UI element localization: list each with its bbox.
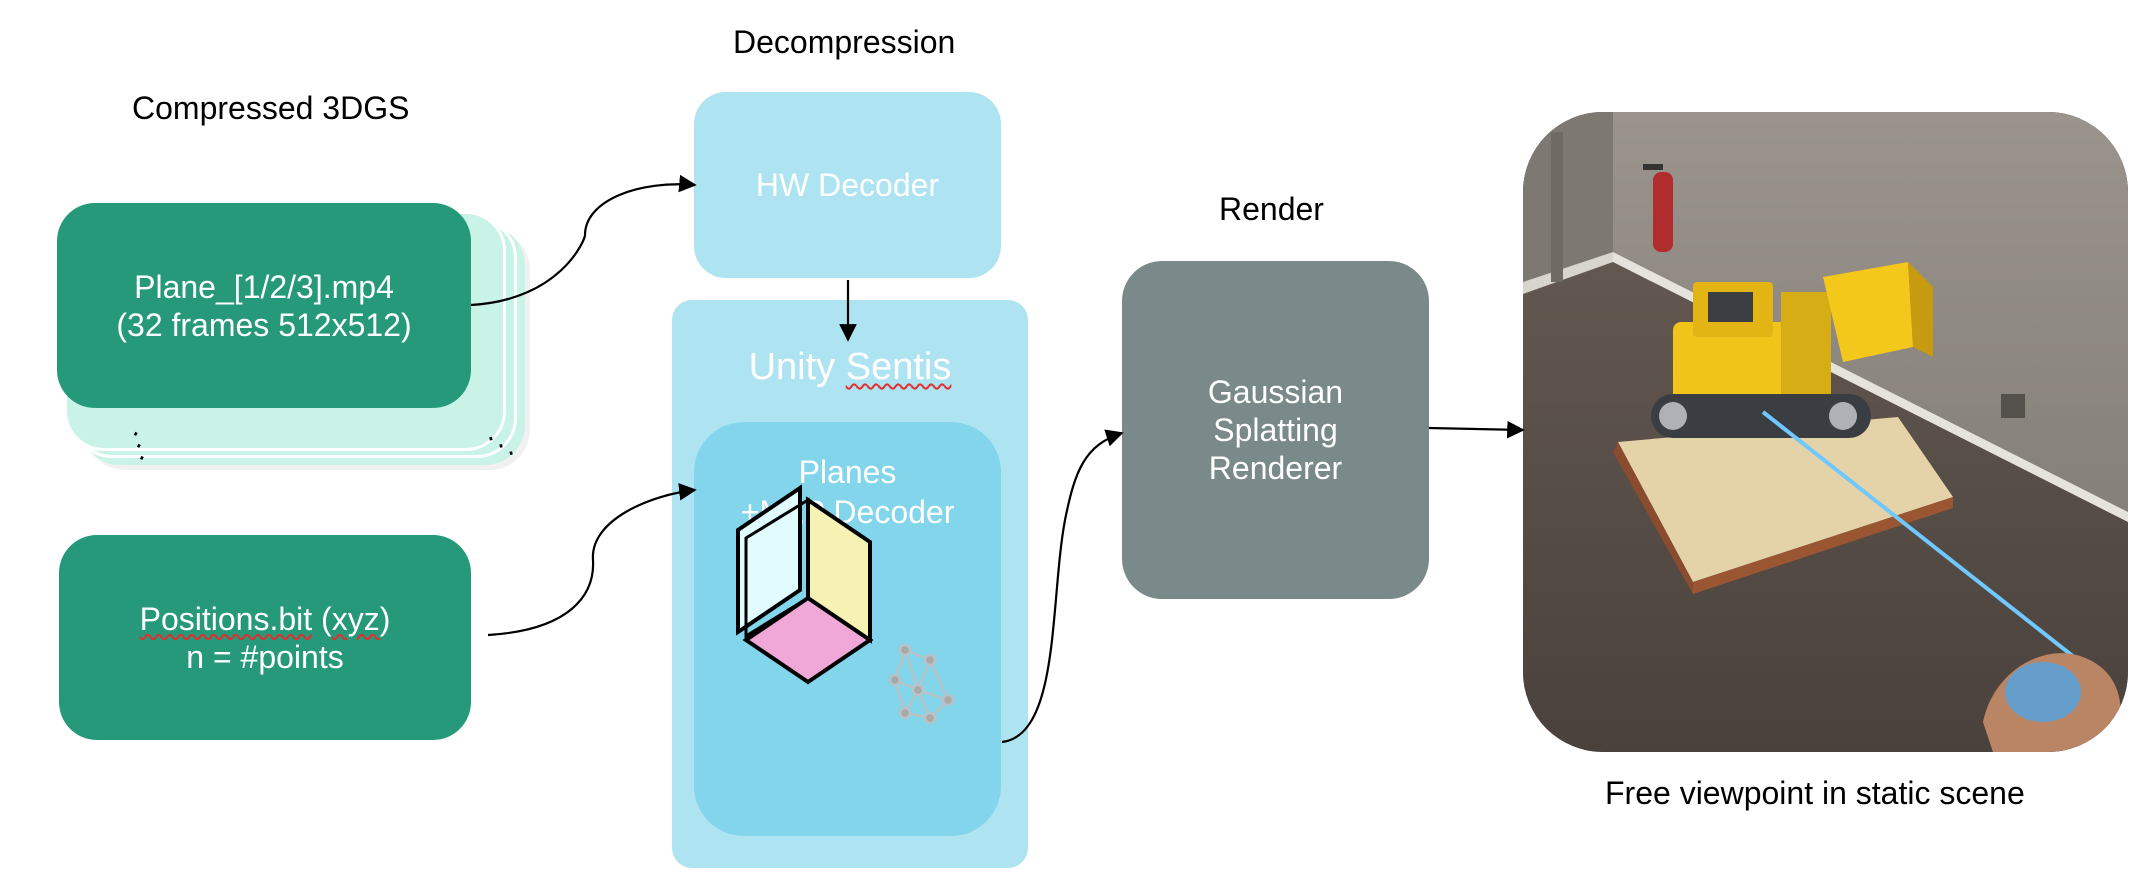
- positions-filename: Positions.bit (xyz): [139, 600, 391, 637]
- positions-box: Positions.bit (xyz) n = #points: [59, 535, 471, 740]
- render-title: Render: [1219, 191, 1324, 227]
- renderer-box: Gaussian Splatting Renderer: [1122, 261, 1429, 599]
- renderer-line-2: Splatting: [1213, 412, 1338, 448]
- arrow-positions-to-planes: [487, 483, 697, 637]
- hw-decoder-label: HW Decoder: [755, 167, 940, 203]
- extinguisher-icon: [1653, 172, 1673, 252]
- positions-count: n = #points: [186, 638, 344, 675]
- scene-photo: [1523, 112, 2128, 752]
- decompression-title: Decompression: [733, 24, 956, 60]
- renderer-line-3: Renderer: [1208, 450, 1343, 486]
- scene-photo-drawing: [1523, 112, 2128, 752]
- stack-ellipsis-right: ⋱: [485, 427, 517, 463]
- plane-files-name: Plane_[1/2/3].mp4: [134, 268, 394, 305]
- arrow-renderer-to-scene: [1428, 420, 1525, 439]
- compressed-3dgs-title: Compressed 3DGS: [132, 90, 410, 126]
- output-caption: Free viewpoint in static scene: [1605, 775, 2025, 811]
- planes-mlp-label: Planes +MLP Decoder: [740, 454, 955, 530]
- plane-files-frames: (32 frames 512x512): [116, 306, 412, 343]
- hw-decoder-box: HW Decoder: [694, 92, 1001, 278]
- plane-files-box: Plane_[1/2/3].mp4 (32 frames 512x512): [57, 203, 471, 408]
- unity-sentis-title: Unity Sentis: [748, 346, 952, 388]
- renderer-line-1: Gaussian: [1207, 374, 1344, 410]
